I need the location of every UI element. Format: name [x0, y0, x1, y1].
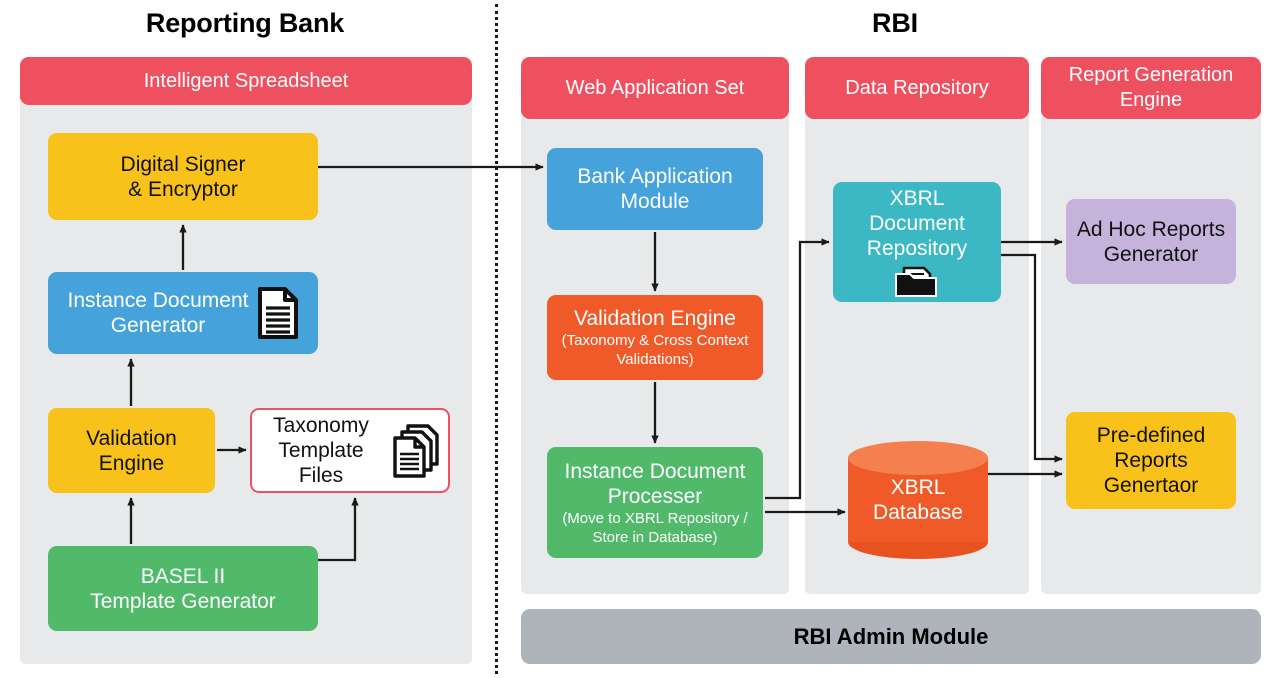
banner-intelligent-spreadsheet: Intelligent Spreadsheet: [20, 57, 472, 105]
banner-report-generation-engine: Report Generation Engine: [1041, 57, 1261, 119]
instance-doc-gen-line-1: Instance Document: [67, 289, 249, 312]
section-title-rbi: RBI: [872, 8, 918, 38]
bank-app-line-1: Bank Application: [577, 165, 733, 188]
instance-doc-gen-line-2: Generator: [110, 314, 206, 337]
report-gen-line-1: Report Generation: [1068, 64, 1234, 86]
validation-engine-bank-line-1: Validation: [86, 426, 177, 450]
node-basel-ii-template-generator[interactable]: BASEL II Template Generator: [48, 546, 318, 631]
xbrl-db-line-2: Database: [873, 501, 963, 524]
node-rbi-admin-module[interactable]: RBI Admin Module: [521, 609, 1261, 664]
xbrl-doc-repo-line-2: Repository: [866, 236, 968, 260]
taxonomy-line-2: Template Files: [278, 439, 364, 487]
instance-doc-proc-line-1: Instance Document: [564, 459, 746, 483]
banner-web-application-set: Web Application Set: [521, 57, 789, 119]
node-xbrl-document-repository[interactable]: XBRL Document Repository: [833, 182, 1001, 302]
predefined-line-1: Pre-defined: [1096, 424, 1206, 447]
node-validation-engine-bank[interactable]: Validation Engine: [48, 408, 215, 493]
node-instance-document-generator[interactable]: Instance Document Generator: [48, 272, 318, 354]
basel-line-1: BASEL II: [140, 564, 226, 588]
cylinder-top: [848, 441, 988, 475]
xbrl-database-label: XBRL Database: [848, 475, 988, 525]
node-digital-signer-encryptor[interactable]: Digital Signer & Encryptor: [48, 133, 318, 220]
node-xbrl-database[interactable]: XBRL Database: [848, 441, 988, 559]
node-instance-document-processer[interactable]: Instance Document Processer (Move to XBR…: [547, 447, 763, 558]
digital-signer-line-1: Digital Signer: [120, 152, 246, 176]
xbrl-doc-repo-line-1: XBRL Document: [869, 186, 965, 235]
node-predefined-reports-generator[interactable]: Pre-defined Reports Genertaor: [1066, 412, 1236, 509]
node-bank-application-module[interactable]: Bank Application Module: [547, 148, 763, 230]
document-icon: [258, 287, 299, 339]
taxonomy-line-1: Taxonomy: [273, 414, 369, 437]
node-ad-hoc-reports-generator[interactable]: Ad Hoc Reports Generator: [1066, 199, 1236, 284]
banner-data-repository: Data Repository: [805, 57, 1029, 119]
digital-signer-line-2: & Encryptor: [128, 177, 238, 201]
node-taxonomy-template-files[interactable]: Taxonomy Template Files: [250, 408, 450, 493]
validation-engine-rbi-sub-2: Validations): [616, 351, 694, 368]
instance-doc-proc-sub-1: (Move to XBRL Repository /: [562, 509, 748, 527]
predefined-line-2: Reports: [1114, 449, 1188, 472]
panel-report-generation-engine: [1041, 57, 1261, 594]
node-validation-engine-rbi[interactable]: Validation Engine (Taxonomy & Cross Cont…: [547, 295, 763, 380]
basel-line-2: Template Generator: [90, 589, 276, 613]
validation-engine-rbi-sub-1: (Taxonomy & Cross Context: [561, 332, 749, 349]
predefined-line-3: Genertaor: [1103, 474, 1199, 497]
validation-engine-rbi-title: Validation Engine: [574, 307, 736, 330]
ad-hoc-line-2: Generator: [1103, 242, 1199, 266]
ad-hoc-line-1: Ad Hoc Reports: [1076, 217, 1226, 241]
rbi-admin-label: RBI Admin Module: [793, 624, 989, 649]
section-title-reporting-bank: Reporting Bank: [145, 8, 345, 38]
xbrl-db-line-1: XBRL: [890, 476, 946, 499]
bank-app-line-2: Module: [620, 190, 690, 213]
instance-doc-proc-line-2: Processer: [607, 484, 703, 508]
vertical-divider: [495, 4, 498, 674]
documents-stack-icon: [392, 423, 440, 478]
validation-engine-bank-line-2: Engine: [98, 451, 165, 475]
instance-doc-proc-sub-2: Store in Database): [592, 528, 718, 546]
report-gen-line-2: Engine: [1119, 89, 1183, 111]
folder-document-icon: [894, 265, 940, 299]
